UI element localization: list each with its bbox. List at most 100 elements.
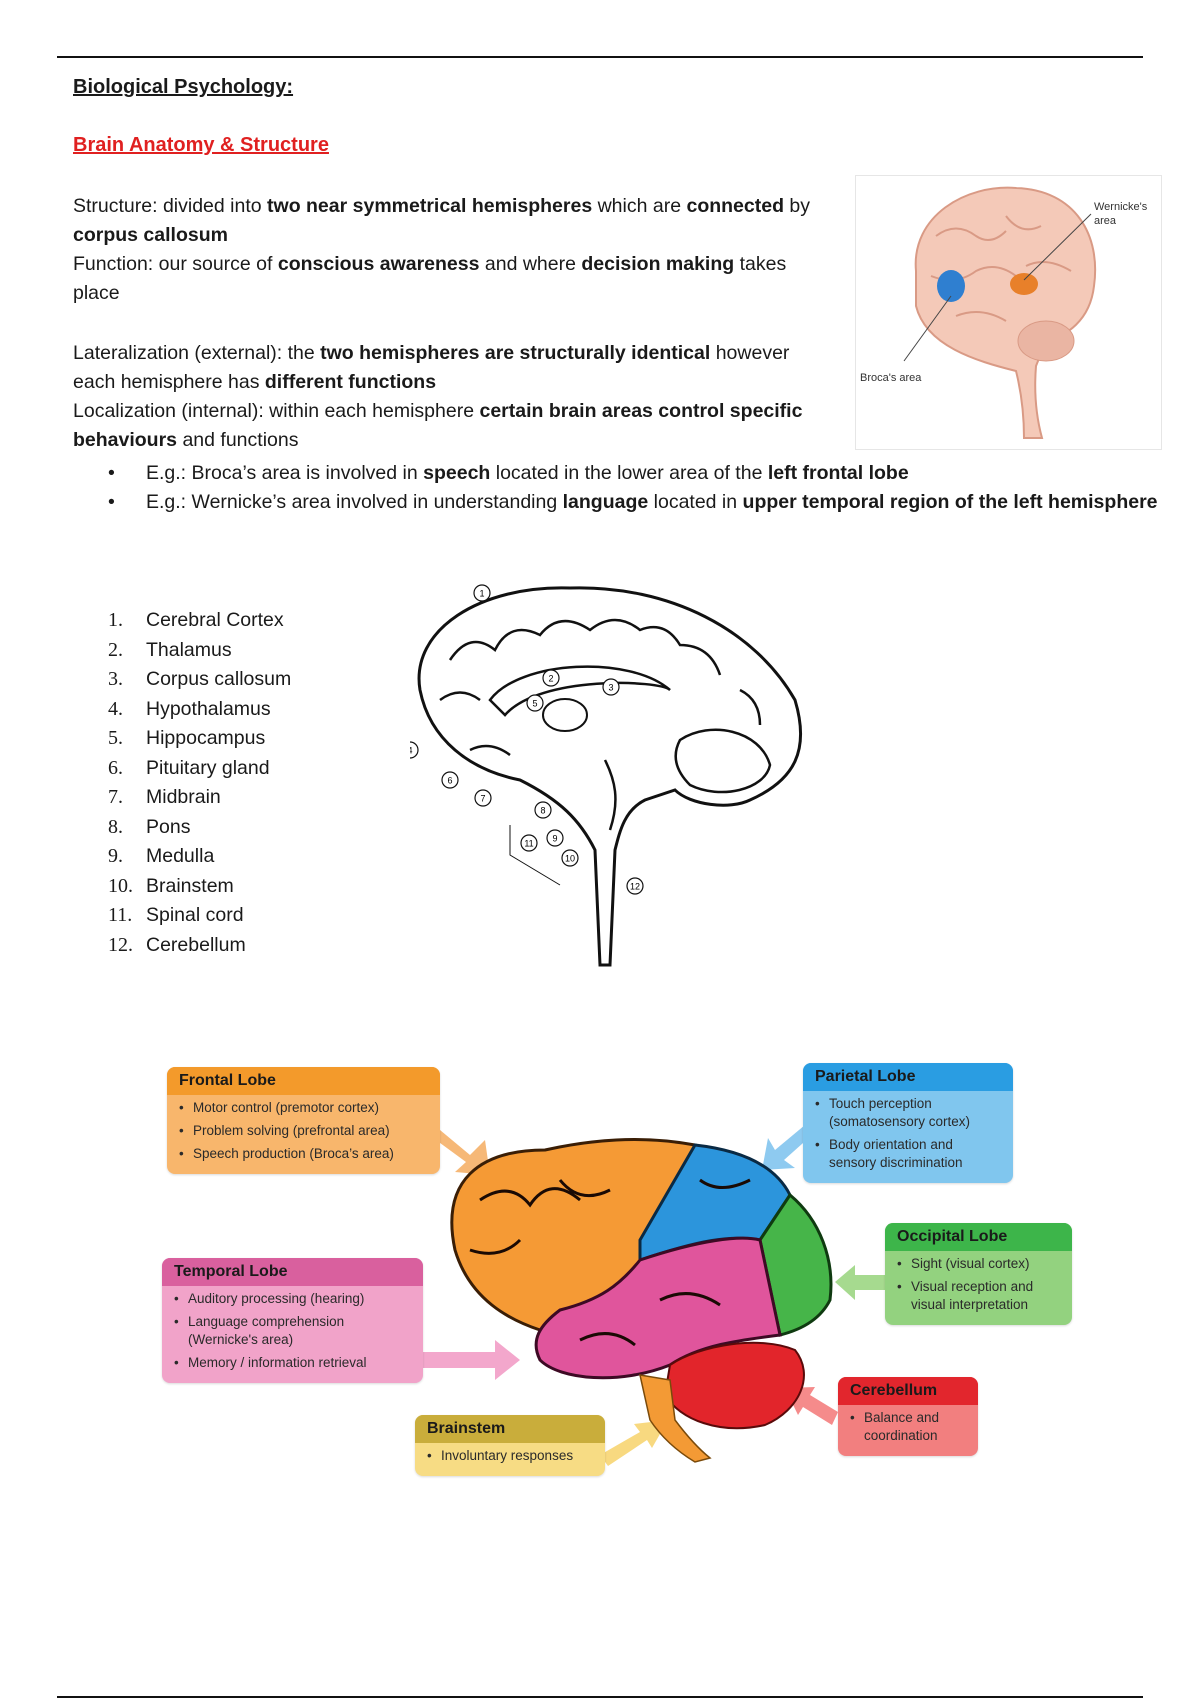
occipital-lobe-region [758, 1192, 833, 1337]
wernicke-label: Wernicke's area [1094, 201, 1148, 227]
structure-marker: 1 [473, 584, 491, 602]
top-rule [57, 56, 1143, 58]
bold-text: two near symmetrical hemispheres [267, 195, 593, 217]
function-item: Visual reception and visual interpretati… [897, 1278, 1062, 1314]
parietal-title: Parietal Lobe [803, 1063, 1013, 1091]
temporal-functions: Auditory processing (hearing)Language co… [162, 1286, 423, 1383]
temporal-arrow [423, 1340, 520, 1380]
sagittal-brain-illustration: 123456789101112 [401, 584, 803, 967]
parietal-lobe-region [638, 1143, 792, 1263]
text-segment: Lateralization (external): the [73, 342, 321, 364]
brainstem-box: BrainstemInvoluntary responses [415, 1415, 605, 1476]
broca-wernicke-figure: Wernicke's area Broca's area [855, 175, 1162, 450]
example-bullets: E.g.: Broca’s area is involved in speech… [108, 459, 1168, 516]
frontal-lobe-box: Frontal LobeMotor control (premotor cort… [167, 1067, 440, 1174]
structure-marker: 5 [526, 694, 544, 712]
marker-number: 11 [524, 839, 533, 849]
structure-marker: 8 [534, 801, 552, 819]
list-label: Thalamus [146, 638, 232, 661]
marker-number: 9 [552, 834, 557, 844]
paragraph-function: Function: our source of conscious awaren… [73, 250, 833, 307]
list-number: 1. [108, 609, 123, 631]
list-label: Midbrain [146, 786, 221, 808]
list-item: 5.Hippocampus [108, 724, 291, 754]
list-number: 10. [108, 874, 133, 897]
list-item: 9.Medulla [108, 842, 291, 872]
text-segment: located in the lower area of the [490, 462, 768, 484]
list-label: Pons [146, 815, 191, 838]
function-item: Memory / information retrieval [174, 1354, 413, 1372]
occipital-arrow [835, 1265, 885, 1300]
bold-text: conscious awareness [277, 253, 480, 275]
list-label: Corpus callosum [146, 668, 292, 690]
occipital-title: Occipital Lobe [885, 1223, 1072, 1251]
marker-number: 12 [630, 882, 640, 892]
function-item: Speech production (Broca’s area) [179, 1145, 430, 1163]
list-number: 3. [108, 668, 123, 690]
cerebellum-title: Cerebellum [838, 1377, 978, 1405]
list-number: 5. [108, 727, 123, 749]
list-number: 7. [108, 786, 123, 808]
marker-number: 6 [447, 776, 452, 786]
list-label: Medulla [146, 845, 215, 867]
bold-text: speech [423, 462, 491, 484]
brainstem-title: Brainstem [415, 1415, 605, 1443]
occipital-lobe-box: Occipital LobeSight (visual cortex) Visua… [885, 1223, 1072, 1325]
parietal-functions: Touch perception (somatosensory cortex) B… [803, 1091, 1013, 1183]
frontal-functions: Motor control (premotor cortex)Problem s… [167, 1095, 440, 1174]
bold-text: connected [686, 195, 784, 217]
marker-number: 4 [410, 746, 413, 756]
bold-text: left frontal lobe [767, 462, 909, 484]
bold-text: decision making [581, 253, 735, 275]
marker-number: 3 [608, 683, 613, 693]
structure-marker: 7 [474, 789, 492, 807]
structure-marker: 10 [561, 849, 579, 867]
text-segment: E.g.: Broca’s area is involved in [146, 462, 424, 484]
list-label: Pituitary gland [146, 756, 270, 779]
bold-text: corpus callosum [73, 223, 228, 246]
structure-marker: 6 [441, 771, 459, 789]
list-number: 12. [108, 933, 133, 956]
frontal-lobe-region [450, 1138, 697, 1332]
bullet-wernicke: E.g.: Wernicke’s area involved in unders… [108, 488, 1168, 517]
text-segment: and where [479, 253, 582, 275]
temporal-lobe-region [534, 1236, 782, 1380]
function-item: Touch perception (somatosensory cortex) [815, 1095, 1003, 1131]
list-label: Spinal cord [146, 904, 244, 926]
brainstem-functions: Involuntary responses [415, 1443, 605, 1476]
text-segment: Structure: divided into [73, 195, 268, 217]
list-number: 4. [108, 697, 123, 720]
marker-number: 1 [479, 589, 484, 599]
occipital-functions: Sight (visual cortex) Visual reception an… [885, 1251, 1072, 1325]
function-item: Sight (visual cortex) [897, 1255, 1062, 1273]
structure-marker: 11 [520, 834, 538, 852]
text-segment: which are [592, 195, 687, 217]
temporal-lobe-box: Temporal LobeAuditory processing (hearin… [162, 1258, 423, 1383]
brainstem-region [639, 1374, 712, 1463]
cerebellum-box: CerebellumBalance and coordination [838, 1377, 978, 1456]
bold-text: two hemispheres are structurally identic… [320, 342, 711, 364]
bottom-rule [57, 1696, 1143, 1698]
marker-number: 10 [565, 854, 575, 864]
marker-number: 8 [540, 806, 545, 816]
list-label: Brainstem [146, 874, 234, 897]
list-item: 8.Pons [108, 813, 291, 843]
text-segment: Function: our source of [73, 253, 278, 275]
structure-marker: 4 [401, 741, 419, 759]
wernicke-area-marker [1010, 273, 1038, 295]
list-item: 7. Midbrain [108, 783, 291, 813]
marker-number: 2 [548, 674, 553, 684]
list-label: Cerebral Cortex [146, 609, 284, 631]
list-item: 3. Corpus callosum [108, 665, 291, 695]
parietal-lobe-box: Parietal LobeTouch perception (somatosen… [803, 1063, 1013, 1183]
list-item: 12.Cerebellum [108, 931, 291, 961]
structure-marker: 12 [626, 877, 644, 895]
text-segment: and functions [177, 428, 299, 451]
brainstem-arrow [600, 1420, 668, 1466]
function-item: Body orientation and sensory discriminat… [815, 1136, 1003, 1172]
paragraph-structure: Structure: divided into two near symmetr… [73, 192, 833, 249]
text-segment: by [784, 195, 811, 217]
structure-marker: 2 [542, 669, 560, 687]
paragraph-lateralization: Lateralization (external): the two hemis… [73, 339, 833, 396]
broca-label: Broca's area [860, 372, 922, 384]
